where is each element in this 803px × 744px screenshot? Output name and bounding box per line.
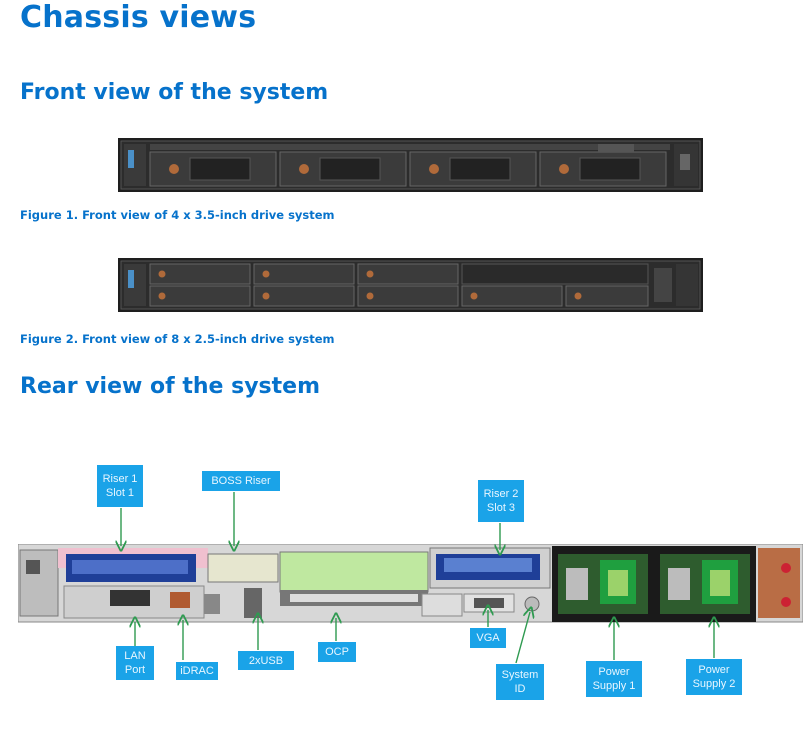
label-idrac: iDRAC (176, 662, 218, 680)
rear-view-heading: Rear view of the system (20, 374, 320, 399)
figure-1-caption: Figure 1. Front view of 4 x 3.5-inch dri… (20, 208, 335, 222)
front-view-4x35-image (118, 138, 703, 192)
rear-view-image (18, 544, 803, 623)
label-boss-riser: BOSS Riser (202, 471, 280, 491)
label-vga: VGA (470, 628, 506, 648)
figure-2-caption: Figure 2. Front view of 8 x 2.5-inch dri… (20, 332, 335, 346)
front-view-8x25-image (118, 258, 703, 312)
front-view-heading: Front view of the system (20, 80, 329, 105)
label-ocp: OCP (318, 642, 356, 662)
page-title: Chassis views (20, 0, 257, 35)
label-2xusb: 2xUSB (238, 651, 294, 670)
